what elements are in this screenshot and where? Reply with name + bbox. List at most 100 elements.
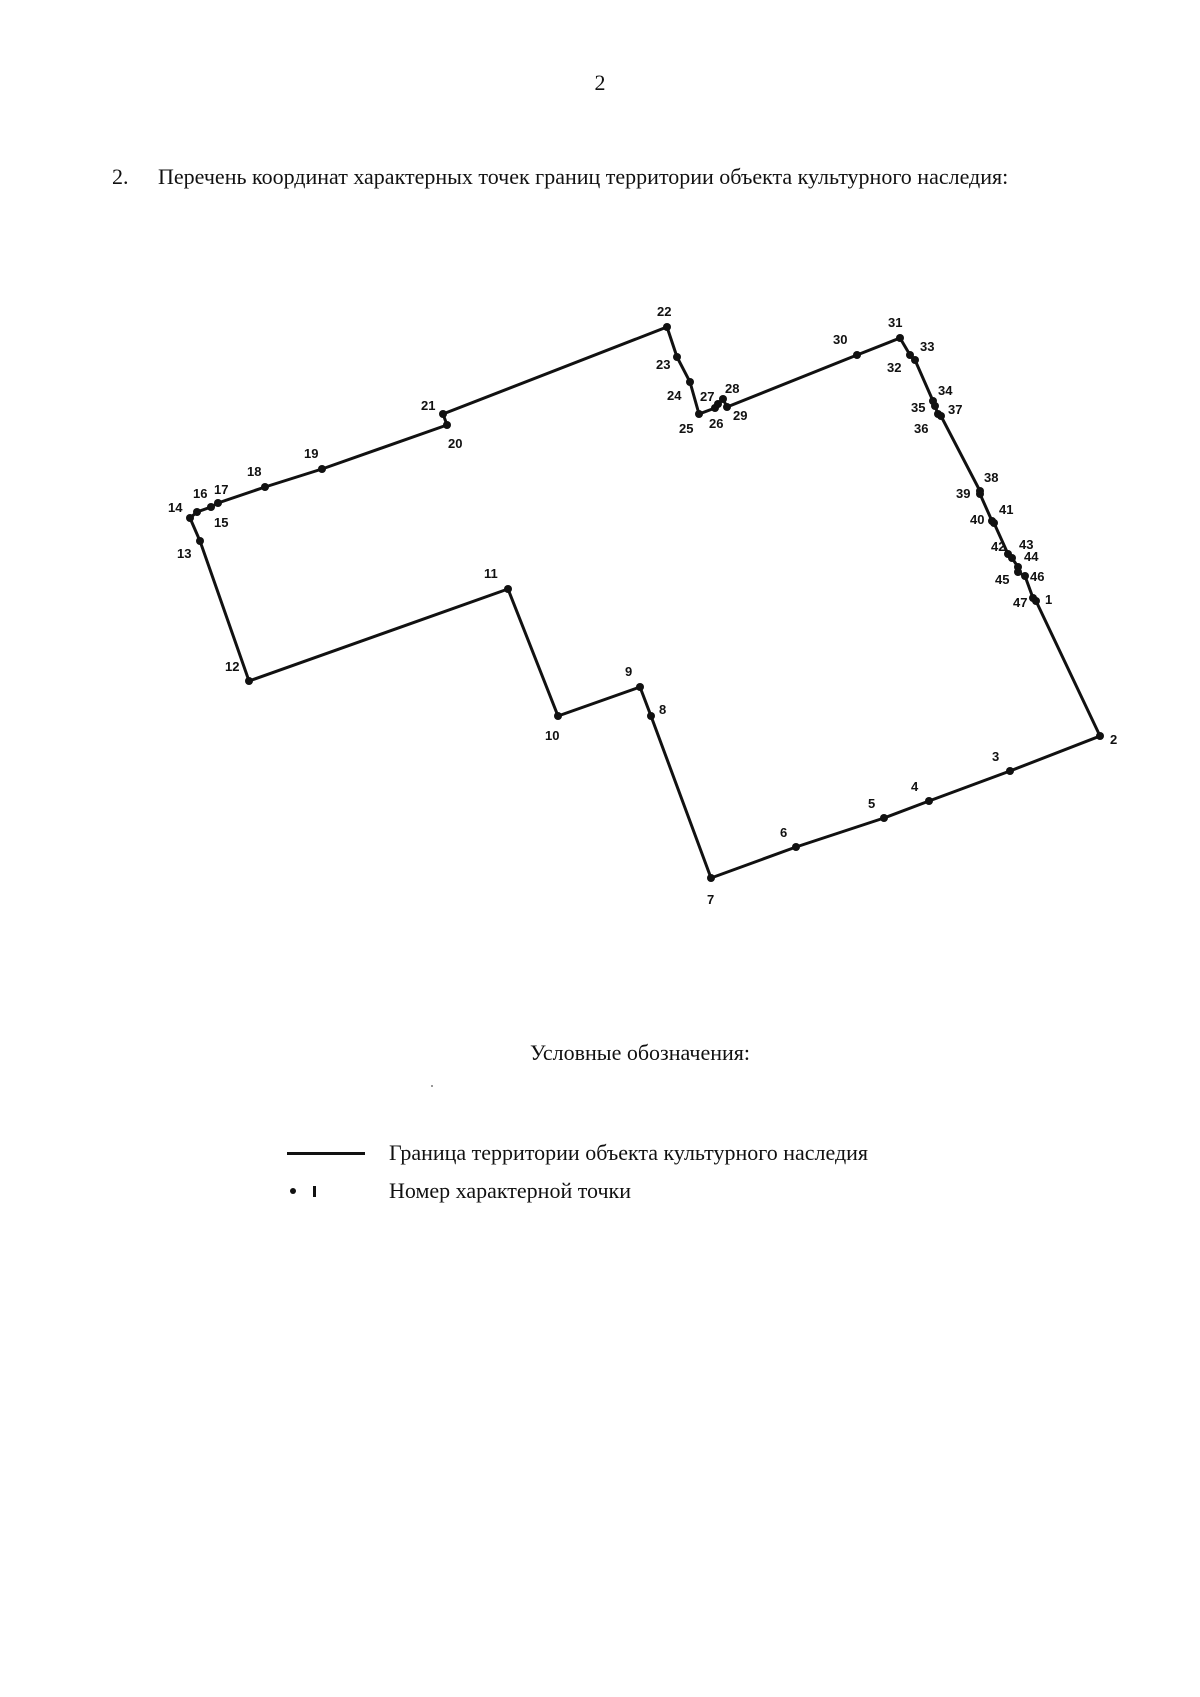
boundary-point-10 [554,712,562,720]
point-label-1: 1 [1045,592,1052,607]
point-label-27: 27 [700,389,714,404]
boundary-point-33 [911,356,919,364]
legend-item-boundary: Граница территории объекта культурного н… [287,1138,868,1166]
point-label-33: 33 [920,339,934,354]
boundary-point-5 [880,814,888,822]
boundary-point-30 [853,351,861,359]
point-label-17: 17 [214,482,228,497]
boundary-point-20 [443,421,451,429]
boundary-point-45 [1014,568,1022,576]
legend-title: Условные обозначения: [529,1040,751,1065]
boundary-point-25 [695,410,703,418]
point-label-20: 20 [448,436,462,451]
point-label-41: 41 [999,502,1013,517]
point-icon [287,1180,387,1202]
point-label-38: 38 [984,470,998,485]
point-label-24: 24 [667,388,682,403]
section-heading: 2. Перечень координат характерных точек г… [112,164,1008,190]
point-label-30: 30 [833,332,847,347]
boundary-point-11 [504,585,512,593]
boundary-point-31 [896,334,904,342]
boundary-point-24 [686,378,694,386]
point-label-44: 44 [1024,549,1039,564]
boundary-point-46 [1021,572,1029,580]
boundary-point-27 [714,400,722,408]
boundary-point-7 [707,874,715,882]
section-title: Перечень координат характерных точек гра… [158,164,1009,189]
boundary-point-22 [663,323,671,331]
point-label-19: 19 [304,446,318,461]
point-label-4: 4 [911,779,919,794]
boundary-point-21 [439,410,447,418]
point-label-13: 13 [177,546,191,561]
point-label-3: 3 [992,749,999,764]
boundary-point-23 [673,353,681,361]
legend-item-point: Номер характерной точки [287,1176,631,1204]
legend-item-text: Номер характерной точки [389,1177,631,1203]
point-label-18: 18 [247,464,261,479]
point-label-31: 31 [888,315,902,330]
point-label-25: 25 [679,421,693,436]
legend-item-text: Граница территории объекта культурного н… [389,1139,869,1165]
boundary-point-37 [937,412,945,420]
point-label-34: 34 [938,383,953,398]
boundary-point-18 [261,483,269,491]
boundary-point-39 [976,490,984,498]
point-label-21: 21 [421,398,435,413]
scan-speck [431,1085,433,1087]
point-label-42: 42 [991,539,1005,554]
point-label-2: 2 [1110,732,1117,747]
point-label-5: 5 [868,796,875,811]
boundary-point-19 [318,465,326,473]
page-number: 2 [594,70,606,95]
point-label-16: 16 [193,486,207,501]
boundary-point-15 [193,508,201,516]
point-label-40: 40 [970,512,984,527]
point-label-22: 22 [657,304,671,319]
point-label-45: 45 [995,572,1009,587]
boundary-point-4 [925,797,933,805]
boundary-point-12 [245,677,253,685]
boundary-point-28 [719,395,727,403]
point-label-23: 23 [656,357,670,372]
boundary-point-3 [1006,767,1014,775]
points-layer [186,323,1104,882]
point-label-47: 47 [1013,595,1027,610]
boundary-point-8 [647,712,655,720]
point-label-8: 8 [659,702,666,717]
boundary-point-9 [636,683,644,691]
point-label-46: 46 [1030,569,1044,584]
boundary-point-14 [186,514,194,522]
boundary-point-13 [196,537,204,545]
point-label-15: 15 [214,515,228,530]
point-label-32: 32 [887,360,901,375]
point-label-39: 39 [956,486,970,501]
boundary-polygon [188,325,1103,880]
point-label-9: 9 [625,664,632,679]
boundary-point-47 [1029,594,1037,602]
section-number: 2. [112,164,129,189]
point-label-28: 28 [725,381,739,396]
line-icon [287,1142,387,1164]
point-label-29: 29 [733,408,747,423]
point-label-10: 10 [545,728,559,743]
boundary-point-6 [792,843,800,851]
point-label-12: 12 [225,659,239,674]
boundary-point-35 [931,402,939,410]
point-label-6: 6 [780,825,787,840]
boundary-point-32 [906,351,914,359]
boundary-point-29 [723,403,731,411]
point-label-11: 11 [484,566,498,581]
boundary-point-43 [1008,554,1016,562]
boundary-point-17 [214,499,222,507]
point-label-14: 14 [168,500,183,515]
point-label-43: 43 [1019,537,1033,552]
point-label-35: 35 [911,400,925,415]
boundary-point-2 [1096,732,1104,740]
point-label-37: 37 [948,402,962,417]
point-label-7: 7 [707,892,714,907]
point-label-36: 36 [914,421,928,436]
boundary-point-41 [990,519,998,527]
